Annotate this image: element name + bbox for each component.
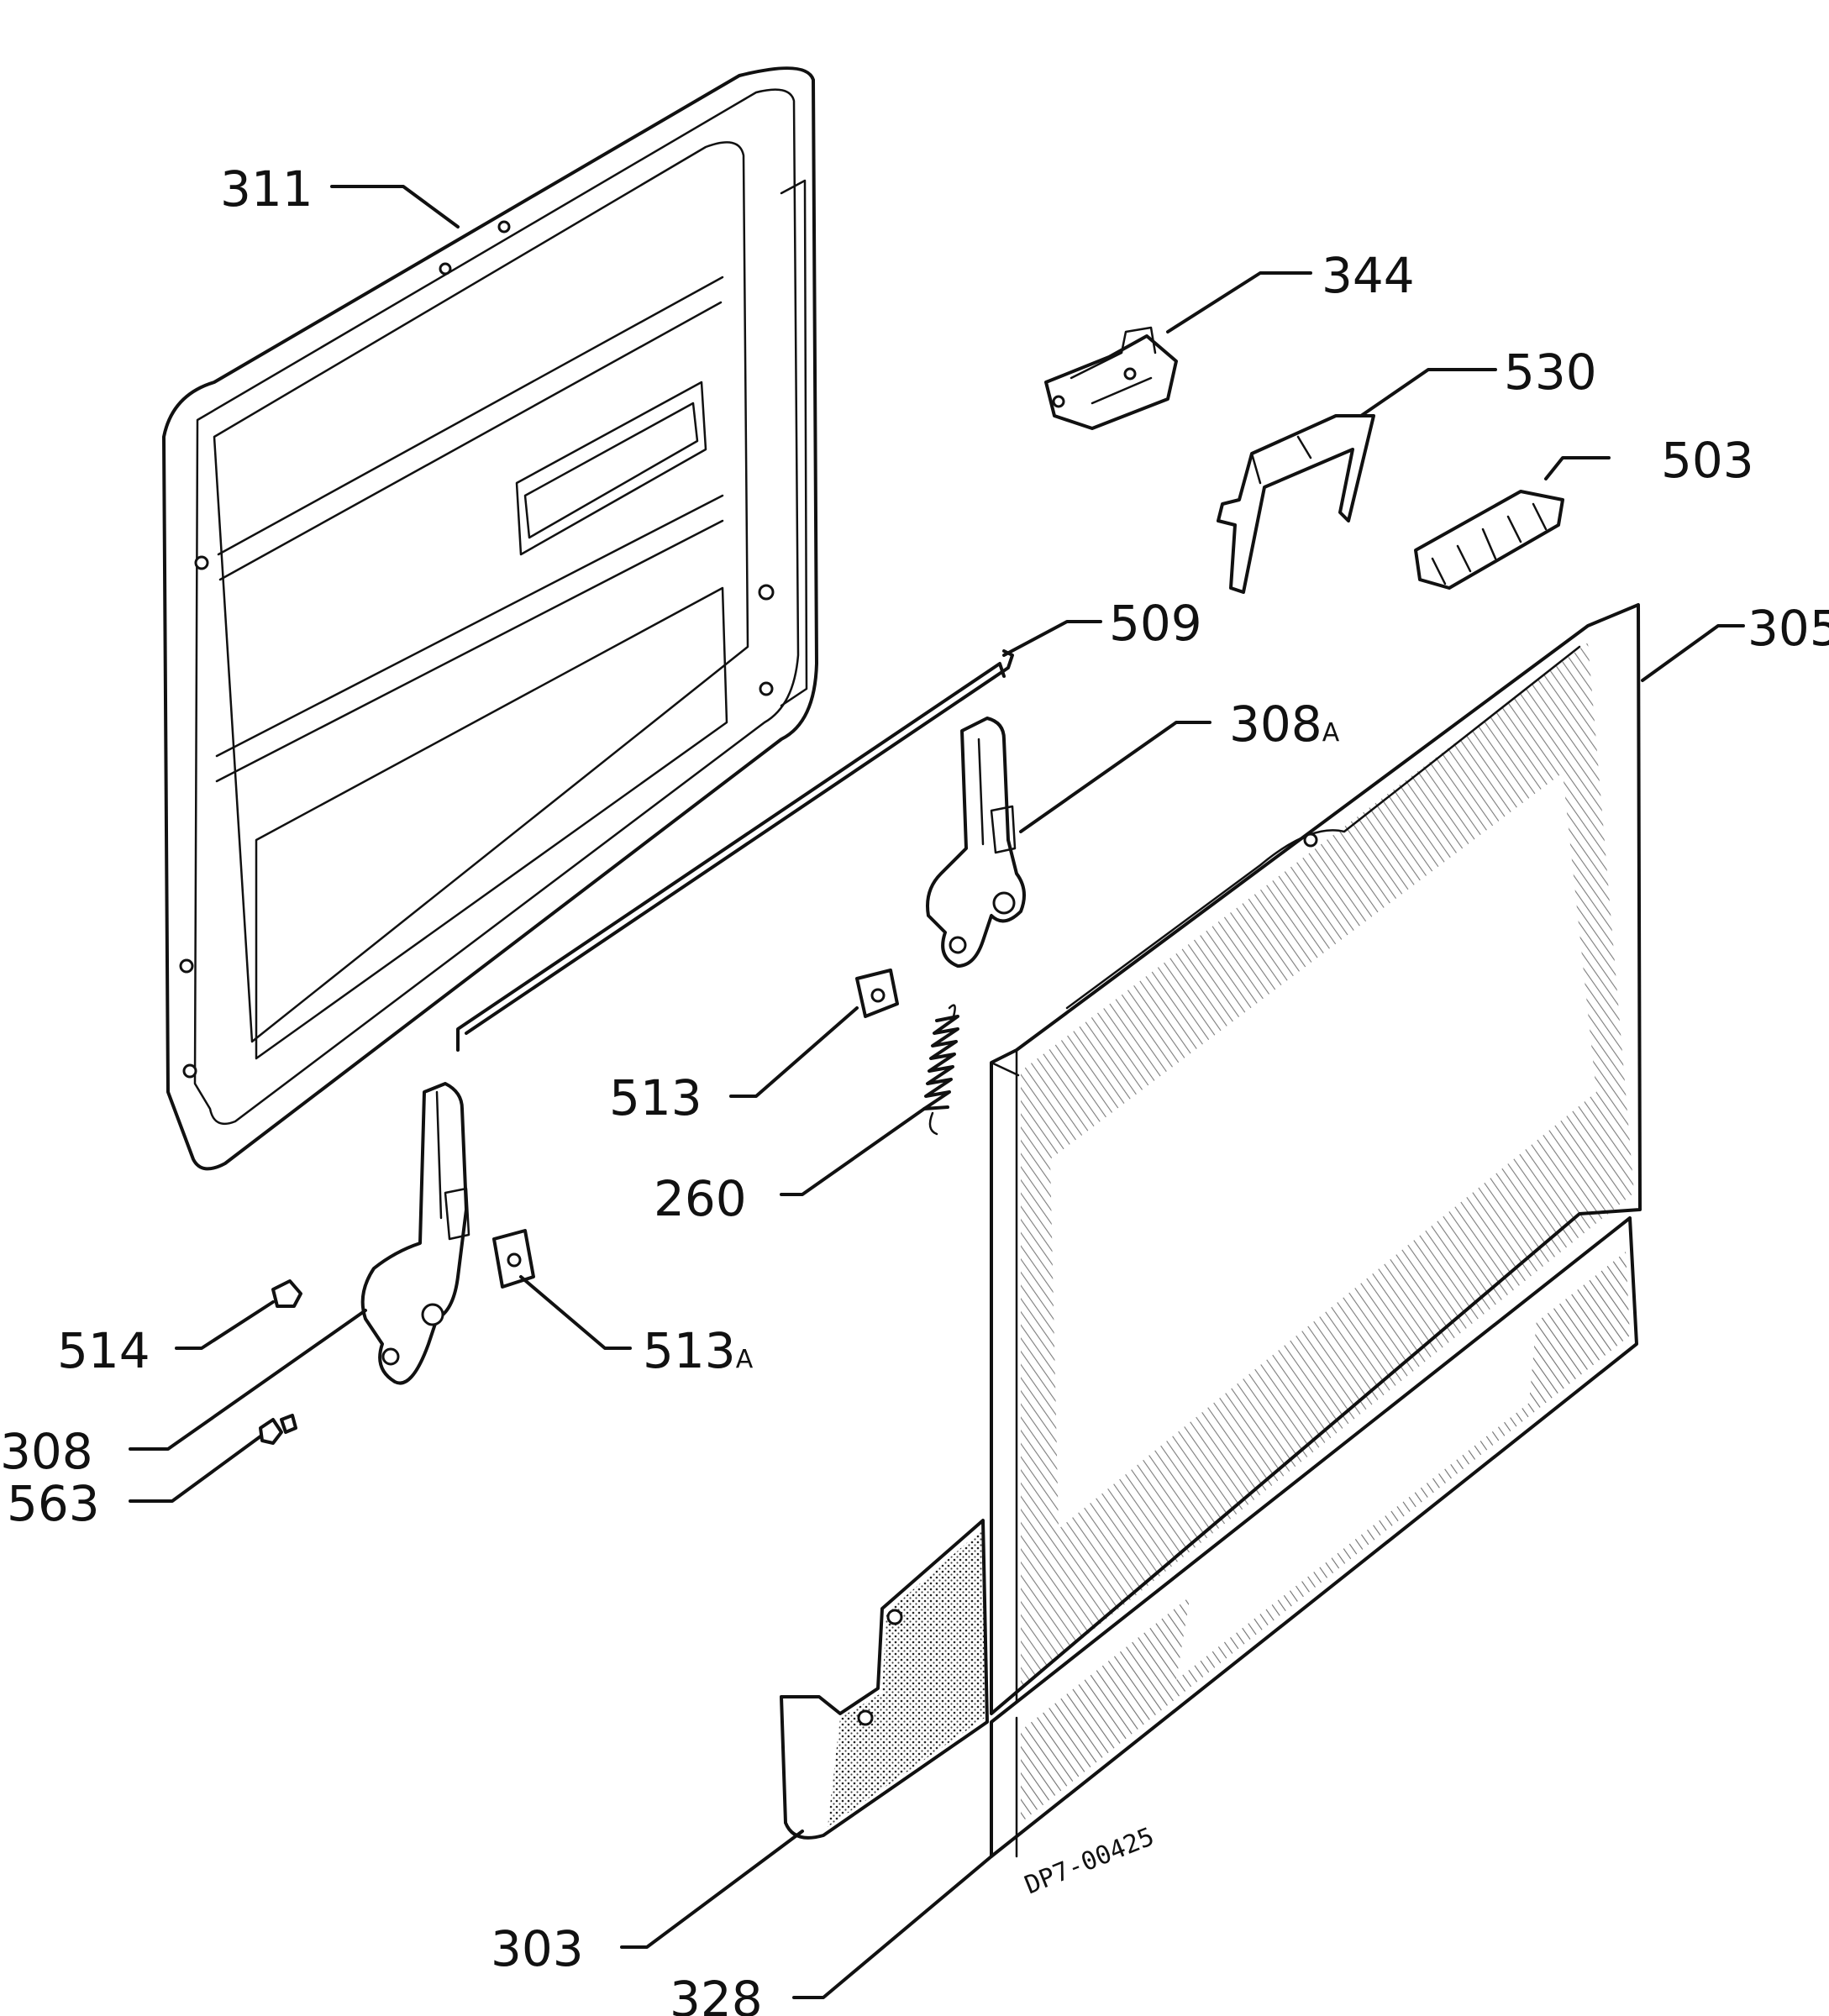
part-344-latch [1044,326,1178,430]
callout-labels: 311 344 530 503 509 305 308A 513 260 514… [0,160,1829,2016]
callout-513: 513 [609,1069,702,1126]
callout-303: 303 [491,1920,584,1977]
callout-514: 514 [57,1322,150,1379]
part-303-side-panel [780,1519,989,1840]
part-308-hinge [360,1082,470,1385]
callout-311: 311 [220,160,313,218]
callout-509: 509 [1109,595,1202,652]
part-260-spring [922,1004,959,1136]
callout-344: 344 [1322,247,1415,304]
part-305-outer-door [990,603,1642,1715]
part-530-bracket [1217,414,1375,594]
callout-530: 530 [1504,344,1597,401]
part-503-strip [1414,490,1564,590]
part-514-nut [271,1279,302,1308]
part-513a-clip [492,1229,535,1289]
callout-308: 308 [0,1423,93,1480]
part-563-screw [259,1414,297,1445]
callout-260: 260 [654,1170,747,1227]
part-311-inner-door [162,66,818,1171]
callout-503: 503 [1661,432,1754,489]
part-308a-hinge [926,717,1026,968]
callout-308a: 308A [1229,696,1340,753]
callout-305: 305 [1748,600,1829,657]
part-328-kick-panel: DP7-00425 [990,1216,1638,1900]
callout-328: 328 [670,1971,763,2016]
callout-563: 563 [7,1475,100,1532]
part-513-clip [855,969,899,1018]
callout-513a: 513A [643,1322,754,1379]
leader-lines [129,185,1745,1999]
drawing-code: DP7-00425 [1021,1822,1159,1900]
